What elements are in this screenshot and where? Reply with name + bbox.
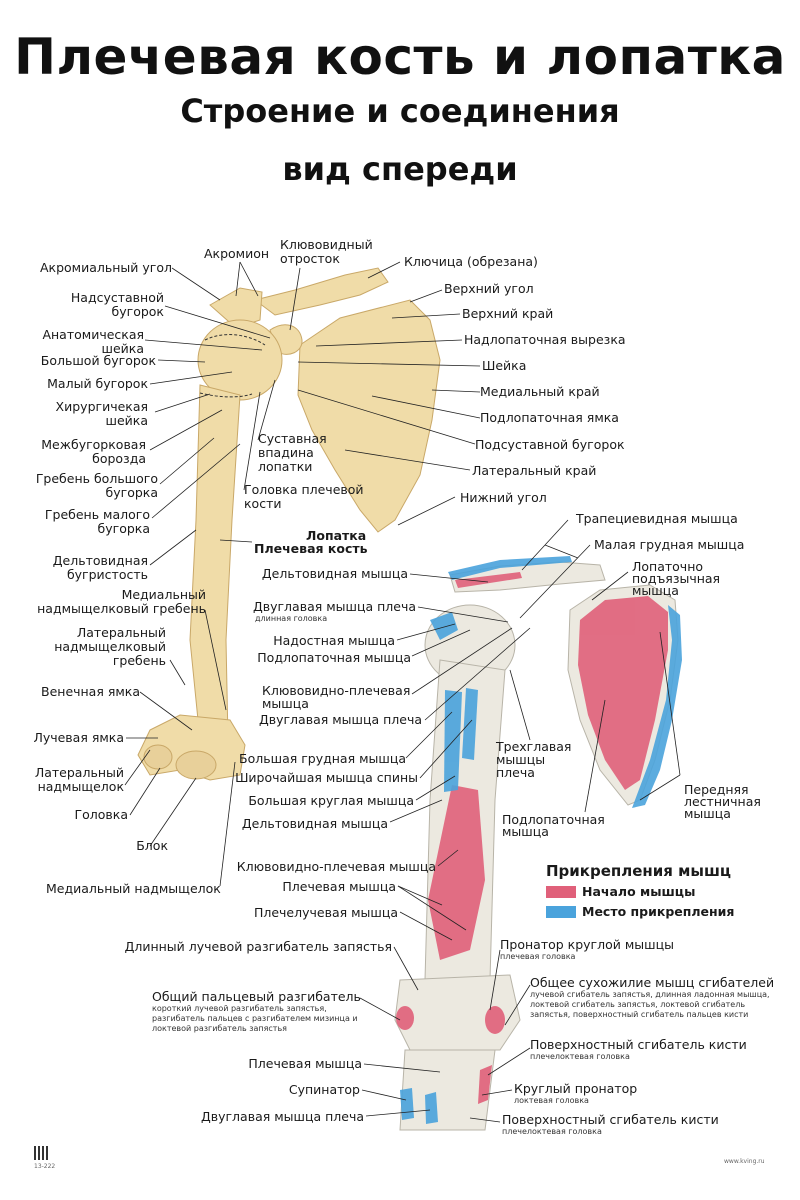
label-coracobrachialis-1: Клювовидно-плечевая мышца [262,683,411,711]
label-medial-epicondyle: Медиальный надмыщелок [46,881,221,896]
label-coronoid-fossa: Венечная ямка [41,684,140,699]
flexor-origin [485,1006,505,1034]
label-omohyoid: Лопаточно подъязычная мышца [632,559,721,598]
label-pectoralis-minor: Малая грудная мышца [594,537,745,552]
legend-title: Прикрепления мышц [546,862,732,880]
scalene-insertion [632,605,682,808]
label-anterior-scalene: Передняя лестничная мышца [684,782,761,821]
forearm-insertion-left [400,1088,414,1120]
forearm-insertion-mid [425,1092,438,1124]
label-lateral-border: Латеральный край [472,463,597,478]
label-humerus-title: Плечевая кость [254,541,368,556]
label-brachioradialis: Плечелучевая мышца [253,905,398,920]
label-greater-tubercle-crest: Гребень большого бугорка [35,471,158,500]
latissimus-insertion [462,688,478,760]
trapezius-insertion [448,556,572,580]
legend-insertion-swatch [546,906,576,918]
anatomical-neck-line [204,334,266,346]
label-acromion: Акромион [204,246,270,261]
leader-lines [124,261,681,1123]
legend-origin-swatch [546,886,576,898]
label-latissimus-dorsi: Широчайшая мышца спины [235,770,418,785]
label-deltoid-2: Дельтовидная мышца [241,816,388,831]
top-bones [137,267,441,781]
label-radial-fossa: Лучевая ямка [33,730,124,745]
label-infraglenoid-tubercle: Подсуставной бугорок [475,437,625,452]
humerus-shaft-shape [189,384,241,741]
label-lateral-supracondylar-ridge: Латеральный надмыщелковый гребень [54,625,166,668]
label-ext-carpi-radialis-longus: Длинный лучевой разгибатель запястья [124,939,392,954]
label-subscapularis-2: Подлопаточная мышца [502,812,605,839]
supraspinatus-insertion [430,612,458,640]
label-scapula-title: Лопатка [306,528,367,543]
label-anatomical-neck: Анатомическая шейка [42,327,144,356]
label-scapula-neck: Шейка [482,358,527,373]
label-lesser-tubercle-crest: Гребень малого бугорка [44,507,150,536]
label-medial-border: Медиальный край [480,384,600,399]
label-teres-major: Большая круглая мышца [248,793,414,808]
label-trapezius: Трапециевидная мышца [576,511,738,526]
label-glenoid-cavity: Суставная впадина лопатки [258,431,327,474]
clavicle-shape [253,267,389,316]
page-title: Плечевая кость и лопатка [14,28,786,86]
extensor-origin [396,1006,414,1030]
website: www.kving.ru [724,1158,765,1165]
label-medial-supracondylar-ridge: Медиальный надмыщелковый гребень [37,587,206,616]
label-capitulum: Головка [74,807,129,822]
label-lateral-epicondyle: Латеральный надмыщелок [34,765,124,794]
trochlea-shape [175,750,217,780]
label-coracobrachialis-2: Клювовидно-плечевая мышца [236,859,436,874]
label-biceps-3: Двуглавая мышца плеча [200,1109,364,1124]
label-superior-border: Верхний край [462,306,554,321]
label-acromial-angle: Акромиальный угол [40,260,172,275]
bottom-elbow-shape [394,974,521,1051]
label-surgical-neck: Хирургичекая шейка [55,399,148,428]
label-brachialis-2: Плечевая мышца [248,1056,362,1071]
product-code: 13-222 [34,1163,56,1170]
scapula-shape [297,299,441,533]
qr-code-icon [34,1146,48,1160]
label-inferior-angle: Нижний угол [460,490,547,505]
label-greater-tubercle: Большой бугорок [40,353,156,368]
label-supraspinatus: Надостная мышца [273,633,395,648]
label-pectoralis-major: Большая грудная мышца [239,751,406,766]
label-suprascapular-notch: Надлопаточная вырезка [464,332,626,347]
label-clavicle: Ключица (обрезана) [404,254,538,269]
label-trochlea: Блок [136,838,168,853]
deltoid-origin-strip [455,572,522,588]
label-superior-angle: Верхний угол [444,281,534,296]
subscapularis-origin [578,596,668,790]
label-subscapularis-1: Подлопаточная мышца [257,650,411,665]
surgical-neck-line [199,392,253,398]
legend-origin: Начало мышцы [546,884,695,899]
label-biceps-2: Двуглавая мышца плеча [258,712,422,727]
label-supraglenoid-tubercle: Надсуставной бугорок [70,290,164,319]
origin-areas [396,572,668,1104]
view-label: вид спереди [282,150,518,188]
legend-insertion: Место прикрепления [546,904,734,919]
label-coracoid-process: Клювовидный отросток [280,237,373,266]
label-subscapular-fossa: Подлопаточная ямка [480,410,619,425]
brachialis-origin [428,785,485,960]
label-lesser-tubercle: Малый бугорок [47,376,148,391]
label-deltoid-tuberosity: Дельтовидная бугристость [52,553,148,582]
page-subtitle: Строение и соединения [180,92,620,130]
label-deltoid-1: Дельтовидная мышца [261,566,408,581]
label-intertubercular-groove: Межбугорковая борозда [41,437,146,466]
label-brachialis-1: Плечевая мышца [282,879,396,894]
capitulum-shape [143,744,173,770]
label-triceps: Трехглавая мышцы плеча [496,739,572,780]
label-supinator: Супинатор [288,1082,360,1097]
label-humerus-head: Головка плечевой кости [244,482,364,511]
